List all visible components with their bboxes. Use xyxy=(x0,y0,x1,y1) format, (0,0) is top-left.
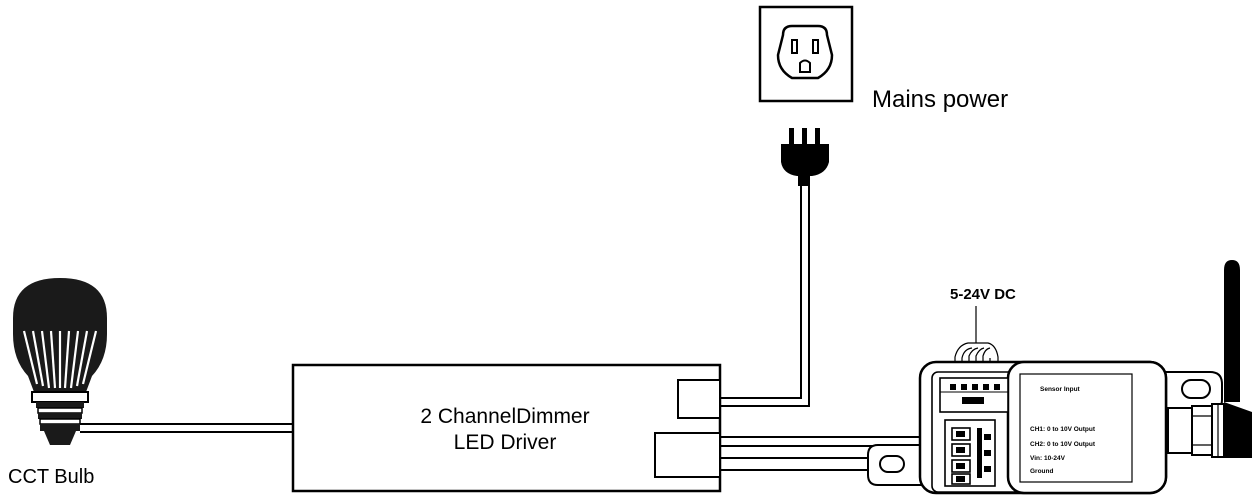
driver-input-port xyxy=(677,379,721,419)
bulb-cable xyxy=(80,423,293,433)
panel-terminal-3: Vin: 10-24V xyxy=(1030,455,1065,462)
controller-module xyxy=(867,260,1252,495)
panel-terminal-4: Ground xyxy=(1030,468,1054,475)
panel-terminal-1: CH1: 0 to 10V Output xyxy=(1030,426,1096,433)
outlet-slot-left xyxy=(791,39,798,54)
driver-label-line2: LED Driver xyxy=(453,431,557,454)
outlet-ground-hole xyxy=(799,59,811,73)
mains-cable xyxy=(720,186,810,407)
cct-bulb-label: CCT Bulb xyxy=(8,466,95,488)
wall-outlet xyxy=(758,5,854,103)
dc-supply-label: 5-24V DC xyxy=(950,286,1016,303)
cct-bulb xyxy=(13,278,107,445)
driver-control-port xyxy=(654,432,721,478)
driver-label: 2 ChannelDimmer LED Driver xyxy=(380,404,630,456)
mains-plug xyxy=(781,128,829,186)
led-driver xyxy=(291,363,722,493)
outlet-slot-right xyxy=(812,39,819,54)
mains-power-label: Mains power xyxy=(872,86,1009,113)
panel-terminal-2: CH2: 0 to 10V Output xyxy=(1030,441,1096,448)
panel-header: Sensor Input xyxy=(1040,386,1080,393)
driver-label-line1: 2 ChannelDimmer xyxy=(420,405,590,428)
